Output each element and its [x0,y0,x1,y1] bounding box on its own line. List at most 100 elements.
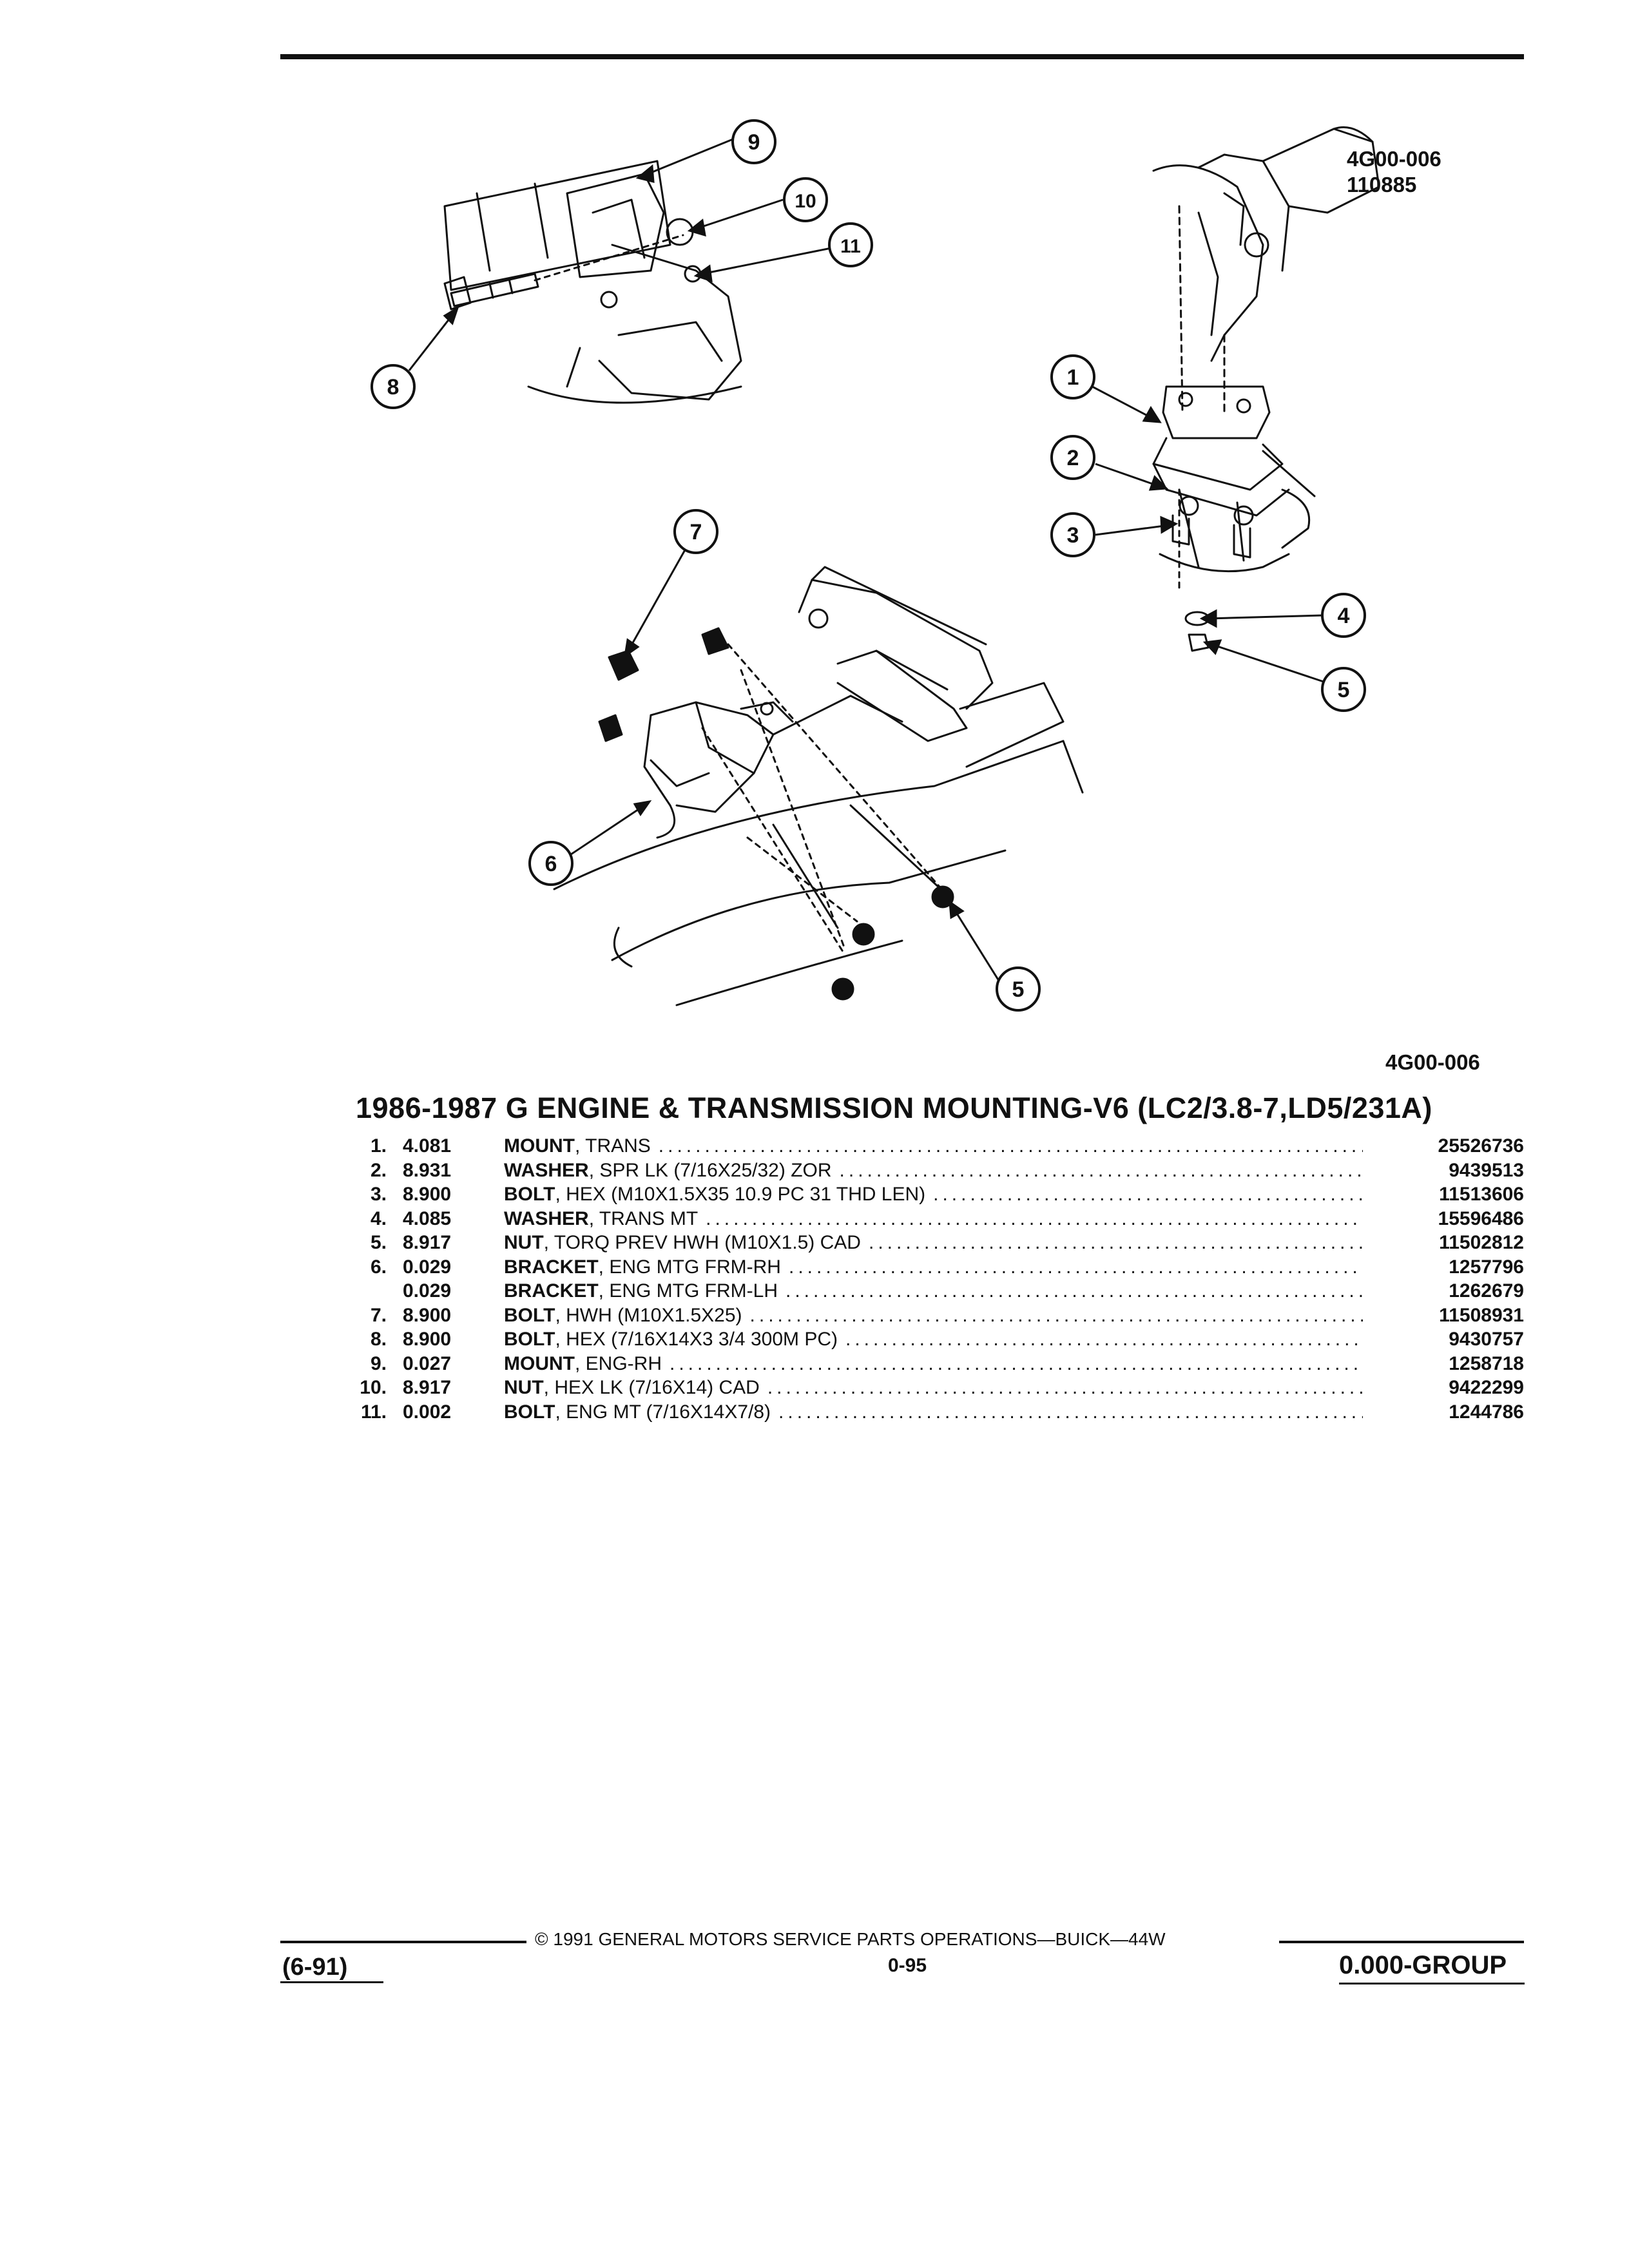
part-description: MOUNT, TRANS............................… [504,1134,1363,1158]
part-description: BOLT, HEX (M10X1.5X35 10.9 PC 31 THD LEN… [504,1182,1363,1206]
item-number: 5. [370,1232,387,1253]
part-number: 11508931 [1439,1304,1524,1326]
parts-list-row: 4. 4.085 WASHER, TRANS MT.................… [351,1207,1524,1231]
callout-10: 10 [795,191,816,212]
figure-ref-date: 110885 [1347,173,1417,197]
part-number: 11513606 [1439,1184,1524,1205]
part-detail: , SPR LK (7/16X25/32) ZOR [588,1159,832,1181]
footer-group-underline [1339,1983,1525,1984]
item-number: 7. [370,1304,387,1326]
part-name: BOLT [504,1184,555,1205]
group-number: 8.900 [403,1184,452,1205]
part-name: MOUNT [504,1352,575,1374]
part-name: BRACKET [504,1256,599,1278]
part-description: NUT, HEX LK (7/16X14) CAD...............… [504,1376,1363,1399]
part-number: 9422299 [1449,1377,1524,1398]
part-name: NUT [504,1377,544,1398]
part-name: NUT [504,1232,544,1253]
part-description: MOUNT, ENG-RH...........................… [504,1352,1363,1376]
item-number: 6. [370,1256,387,1278]
exploded-view-illustration: 1 2 3 4 5 5 6 7 8 9 10 11 [371,119,1380,1012]
callout-1: 1 [1067,365,1079,390]
callout-3: 3 [1067,523,1079,548]
parts-list-row: 5. 8.917 NUT, TORQ PREV HWH (M10X1.5) CAD.… [351,1231,1524,1255]
part-name: WASHER [504,1207,589,1229]
part-detail: , HEX LK (7/16X14) CAD [543,1377,760,1398]
part-detail: , HEX (M10X1.5X35 10.9 PC 31 THD LEN) [555,1184,926,1205]
group-number: 4.085 [403,1207,452,1229]
part-name: MOUNT [504,1135,575,1157]
parts-list-row: 8. 8.900 BOLT, HEX (7/16X14X3 3/4 300M PC)… [351,1327,1524,1352]
group-number: 0.027 [403,1352,452,1374]
leader-dots: ........................................… [706,1207,1363,1229]
part-number: 1262679 [1449,1280,1524,1302]
parts-list-row: 9. 0.027 MOUNT, ENG-RH....................… [351,1352,1524,1376]
item-number: 2. [370,1159,387,1181]
leader-dots: ........................................… [778,1401,1363,1423]
callout-2: 2 [1067,446,1079,470]
part-detail: , ENG MT (7/16X14X7/8) [555,1401,771,1423]
part-detail: , HWH (M10X1.5X25) [555,1304,742,1326]
header-rule [280,54,1524,59]
part-detail: , ENG MTG FRM-RH [598,1256,781,1278]
footer-rule-left [280,1941,526,1943]
footer-date-underline [280,1981,383,1983]
part-description: WASHER, TRANS MT........................… [504,1207,1363,1231]
part-number: 9439513 [1449,1159,1524,1181]
part-name: WASHER [504,1159,589,1181]
parts-list-row: 3. 8.900 BOLT, HEX (M10X1.5X35 10.9 PC 31 … [351,1182,1524,1207]
group-number: 8.900 [403,1329,452,1350]
figure-ref-bottom: 4G00-006 [1385,1050,1480,1074]
footer-group: 0.000-GROUP [1339,1951,1507,1979]
callout-5: 5 [1012,977,1025,1002]
item-number: 11. [360,1401,387,1423]
part-detail: , ENG-RH [574,1352,662,1374]
leader-dots: ........................................… [767,1377,1363,1398]
callout-9: 9 [748,130,760,155]
callout-11: 11 [840,236,861,257]
part-number: 1257796 [1449,1256,1524,1278]
fasteners-drawing [598,627,954,1001]
leader-dots: ........................................… [868,1232,1363,1253]
callout-7: 7 [690,520,702,544]
part-description: BRACKET, ENG MTG FRM-LH.................… [504,1279,1363,1303]
item-number: 1. [370,1135,387,1157]
callout-5: 5 [1338,678,1350,702]
footer-rule-right [1279,1941,1524,1943]
part-number: 15596486 [1438,1207,1524,1229]
parts-list-row: 0.029 BRACKET, ENG MTG FRM-LH............… [351,1279,1524,1303]
part-detail: , HEX (7/16X14X3 3/4 300M PC) [555,1329,838,1350]
part-description: BOLT, HEX (7/16X14X3 3/4 300M PC).......… [504,1327,1363,1351]
item-number: 9. [370,1352,387,1374]
item-number: 4. [370,1207,387,1229]
parts-list-row: 6. 0.029 BRACKET, ENG MTG FRM-RH..........… [351,1255,1524,1280]
leader-dots: ........................................… [933,1184,1363,1205]
item-number: 3. [370,1184,387,1205]
part-detail: , TORQ PREV HWH (M10X1.5) CAD [543,1232,861,1253]
leader-dots: ........................................… [839,1159,1363,1181]
part-number: 1258718 [1449,1352,1524,1374]
part-name: BRACKET [504,1280,599,1302]
callout-6: 6 [545,852,557,876]
item-number: 8. [370,1329,387,1350]
part-detail: , TRANS MT [588,1207,699,1229]
group-number: 0.029 [403,1256,452,1278]
group-number: 8.917 [403,1232,452,1253]
leader-dots: ........................................… [788,1256,1363,1278]
part-description: BOLT, ENG MT (7/16X14X7/8)..............… [504,1400,1363,1424]
leader-dots: ........................................… [669,1352,1363,1374]
engine-mount-rh-drawing [443,160,742,404]
leader-dots: ........................................… [658,1135,1363,1157]
group-number: 8.900 [403,1304,452,1326]
group-number: 0.029 [403,1280,452,1302]
part-detail: , ENG MTG FRM-LH [598,1280,778,1302]
group-number: 8.917 [403,1377,452,1398]
transmission-mount-drawing [1152,126,1380,652]
part-name: BOLT [504,1329,555,1350]
part-number: 25526736 [1438,1135,1524,1157]
part-name: BOLT [504,1401,555,1423]
